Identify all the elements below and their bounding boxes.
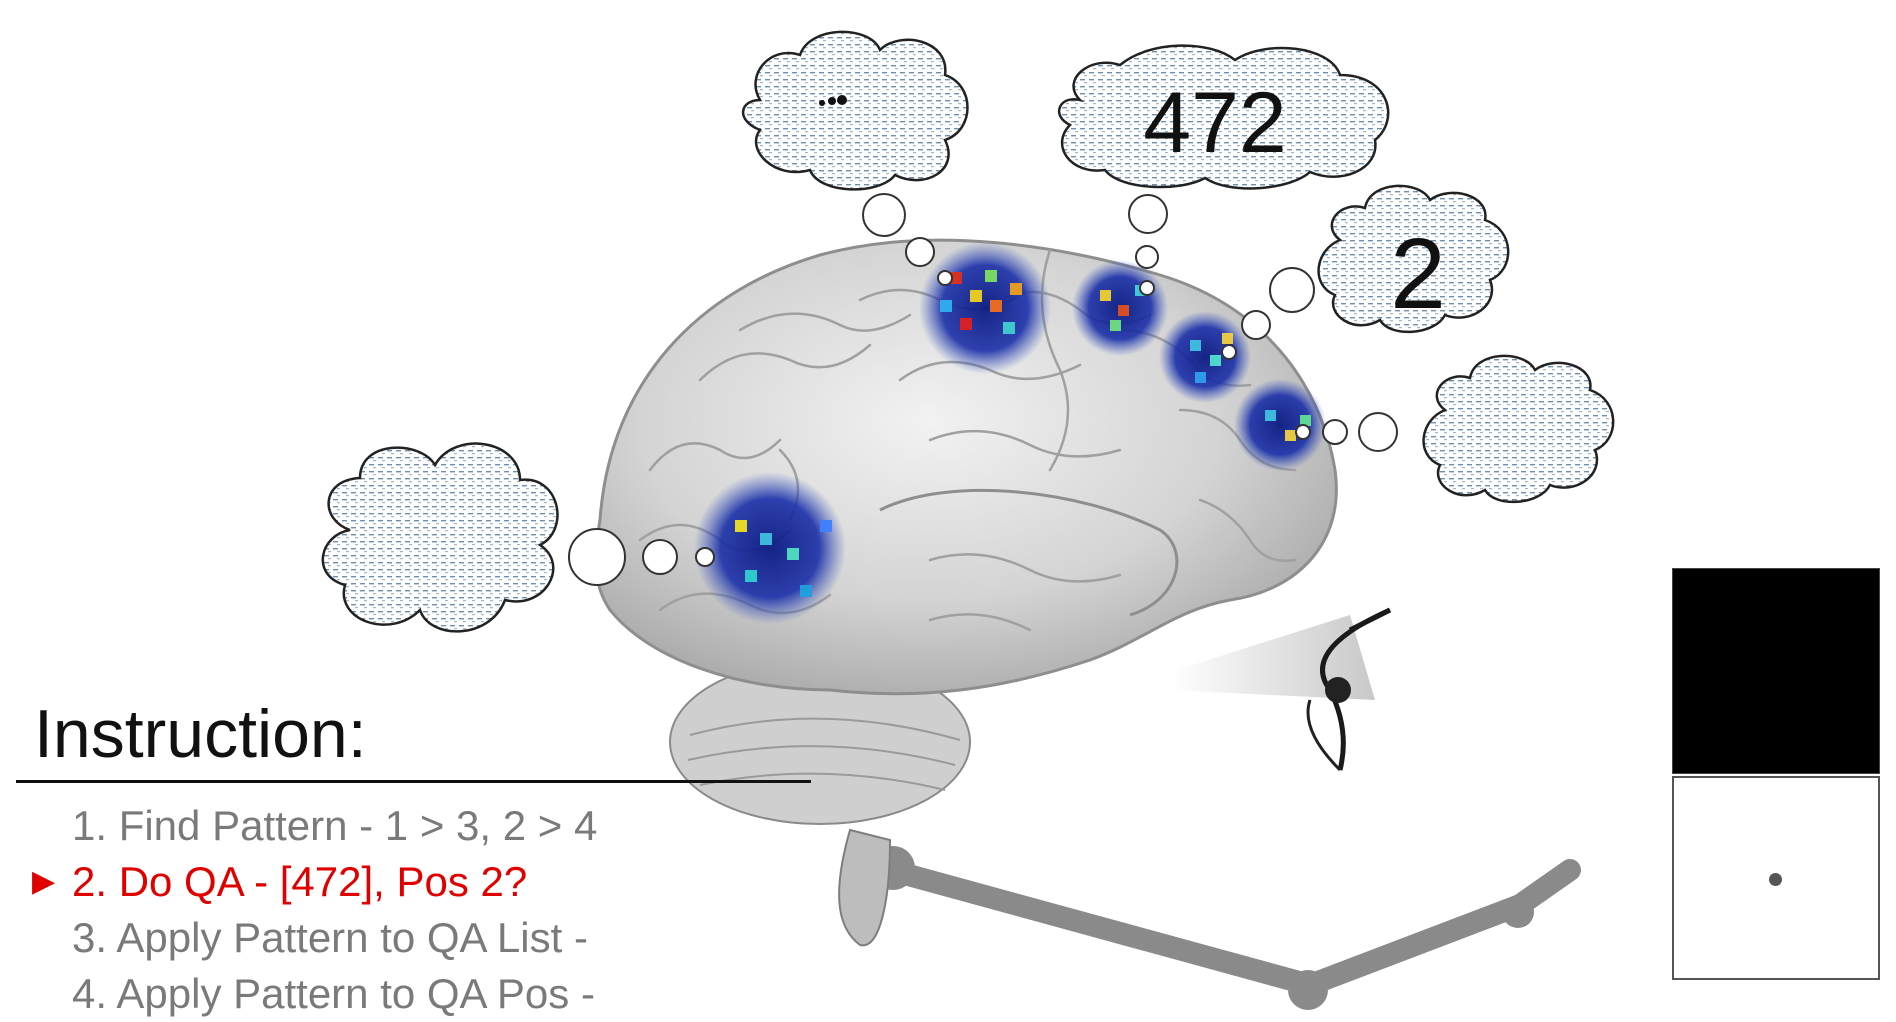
stimulus-screens [1672, 568, 1880, 980]
step-label: 1. Find Pattern - 1 > 3, 2 > 4 [72, 802, 598, 849]
thought-cloud-parietal [741, 30, 969, 191]
instruction-step-2: ▶ 2. Do QA - [472], Pos 2? [20, 854, 597, 910]
step-label: 4. Apply Pattern to QA Pos - [72, 970, 595, 1017]
instruction-step-1: 1. Find Pattern - 1 > 3, 2 > 4 [20, 798, 597, 854]
black-screen [1672, 568, 1880, 774]
eye-icon [1170, 607, 1392, 772]
thought-chains [568, 193, 1398, 586]
arm-joint [1502, 896, 1534, 928]
number-472: 472 [1143, 75, 1287, 171]
arm-joint [1288, 970, 1328, 1010]
thought-cloud-temporal [321, 442, 559, 633]
activation-parietal [919, 242, 1051, 374]
activation-blobs [694, 242, 1326, 624]
step-label: 3. Apply Pattern to QA List - [72, 914, 588, 961]
instruction-panel: Instruction: 1. Find Pattern - 1 > 3, 2 … [0, 696, 820, 1017]
activation-frontal [1159, 311, 1251, 403]
fixation-dot [1769, 873, 1782, 886]
thought-cloud-2: 2 [1317, 184, 1510, 334]
step-label: 2. Do QA - [472], Pos 2? [72, 858, 528, 905]
instruction-title: Instruction: [34, 696, 367, 772]
thought-cloud-472: 472 [1058, 44, 1390, 190]
activation-prefrontal [1234, 379, 1326, 471]
instruction-step-4: 4. Apply Pattern to QA Pos - [20, 966, 597, 1022]
number-2: 2 [1390, 218, 1446, 330]
instruction-steps: 1. Find Pattern - 1 > 3, 2 > 4 ▶ 2. Do QA… [20, 798, 597, 1022]
title-underline [16, 780, 811, 783]
fixation-screen [1672, 776, 1880, 980]
robot-arm [871, 846, 1581, 1010]
thought-cloud-prefrontal [1422, 354, 1615, 504]
activation-temporal [694, 472, 846, 624]
cerebellum [669, 659, 971, 947]
current-step-arrow-icon: ▶ [32, 865, 56, 898]
instruction-step-3: 3. Apply Pattern to QA List - [20, 910, 597, 966]
